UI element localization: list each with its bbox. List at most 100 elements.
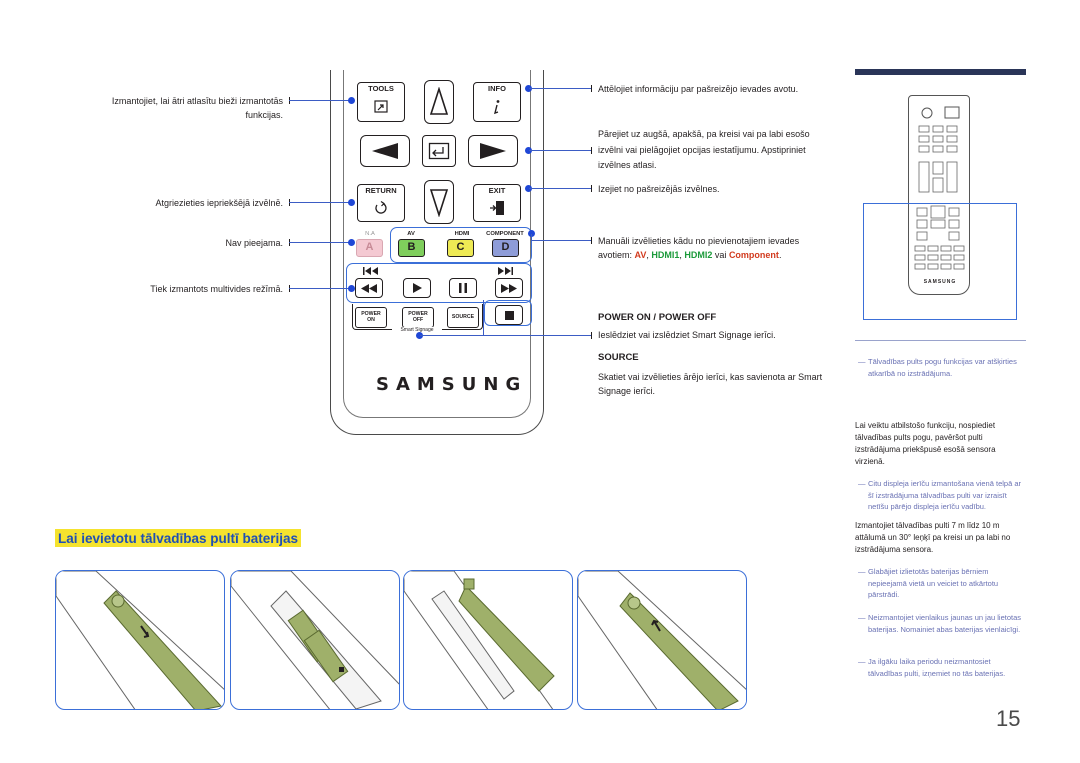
mini-remote-brand: SAMSUNG (923, 279, 957, 285)
skip-back-icon (363, 267, 378, 275)
enter-key[interactable] (422, 135, 456, 167)
fast-forward-key[interactable] (495, 278, 523, 298)
power-callout-line (420, 335, 591, 336)
return-description: Atgriezieties iepriekšējā izvēlnē. (155, 198, 283, 208)
na-label: N.A (365, 231, 375, 237)
color-desc-text: Manuāli izvēlieties kādu no pievienotaji… (598, 236, 800, 260)
sidebar-note-4-text: Neizmantojiet vienlaikus jaunas un jau l… (868, 613, 1022, 634)
color-desc-component: Component (728, 250, 779, 260)
color-desc-av: AV (634, 250, 647, 260)
power-description: Ieslēdziet vai izslēdziet Smart Signage … (598, 330, 776, 340)
page-number: 15 (996, 706, 1021, 731)
sidebar-note-2: ― Citu displeja ierīču izmantošana vienā… (858, 478, 1026, 513)
battery-step-4-panel (577, 570, 747, 710)
exit-key[interactable]: EXIT (473, 184, 521, 222)
stop-icon (504, 310, 514, 320)
component-label: COMPONENT (486, 231, 524, 237)
up-arrow-key[interactable] (424, 80, 454, 124)
info-key-label: INFO (488, 84, 506, 93)
na-callout-line (289, 242, 351, 243)
source-key[interactable]: SOURCE (447, 307, 479, 328)
power-keys-highlight (484, 300, 532, 326)
note-dash: ― (858, 567, 866, 576)
sidebar-note-3: ― Glabājiet izlietotās baterijas bērniem… (858, 566, 1018, 601)
tools-key[interactable]: TOOLS (357, 82, 405, 122)
power-on-label-1: POWER (361, 311, 381, 317)
note-dash: ― (858, 479, 866, 488)
sidebar-note-5: ― Ja ilgāku laika periodu neizmantosiet … (858, 656, 1026, 679)
left-arrow-key[interactable] (360, 135, 410, 167)
color-keys-description: Manuāli izvēlieties kādu no pievienotaji… (598, 234, 828, 262)
color-callout-dot (528, 230, 535, 237)
return-key[interactable]: RETURN (357, 184, 405, 222)
sidebar-top-bar (855, 69, 1026, 75)
power-heading: POWER ON / POWER OFF (598, 312, 717, 323)
mini-remote-keys-icon (914, 106, 965, 270)
power-on-key[interactable]: POWER ON (355, 307, 387, 328)
sidebar-note-3-text: Glabājiet izlietotās baterijas bērniem n… (868, 567, 999, 599)
multimedia-keys-highlight (346, 263, 532, 303)
tools-description: Izmantojiet, lai ātri atlasītu bieži izm… (111, 96, 283, 120)
battery-step-2-panel (230, 570, 400, 710)
nav-callout-tick (591, 147, 592, 154)
source-description: Skatiet vai izvēlieties ārējo ierīci, ka… (598, 372, 823, 396)
a-key[interactable]: A (356, 239, 383, 257)
sidebar-paragraph-1: Lai veiktu atbilstošo funkciju, nospiedi… (855, 421, 996, 466)
rewind-key[interactable] (355, 278, 383, 298)
color-keys-highlight (390, 227, 532, 263)
play-key[interactable] (403, 278, 431, 298)
return-callout-dot (348, 199, 355, 206)
d-key[interactable]: D (492, 239, 519, 257)
triangle-left-icon (372, 143, 398, 159)
info-key[interactable]: INFO (473, 82, 521, 122)
pause-icon (459, 283, 467, 293)
c-key[interactable]: C (447, 239, 474, 257)
info-callout-dot (525, 85, 532, 92)
power-off-label-1: POWER (408, 311, 428, 317)
tools-key-label: TOOLS (368, 84, 394, 93)
color-desc-hdmi2: HDMI2 (684, 250, 713, 260)
source-key-label: SOURCE (451, 314, 475, 320)
color-callout-tick (591, 237, 592, 244)
smart-signage-label: Smart Signage (392, 327, 442, 334)
source-heading: SOURCE (598, 352, 639, 363)
color-desc-sep3: vai (712, 250, 729, 260)
sidebar-note-1-text: Tālvadības pults pogu funkcijas var atšķ… (868, 357, 1017, 378)
hdmi-label: HDMI (454, 231, 470, 237)
exit-door-icon (490, 201, 504, 215)
na-description: Nav pieejama. (225, 238, 283, 248)
battery-step-1-panel (55, 570, 225, 710)
note-dash: ― (858, 613, 866, 622)
remote-control-inner-outline (343, 70, 531, 418)
multimedia-callout-line (289, 288, 351, 289)
skip-forward-icon (498, 267, 513, 275)
av-label: AV (407, 231, 415, 237)
right-arrow-key[interactable] (468, 135, 518, 167)
note-dash: ― (858, 357, 866, 366)
exit-callout-dot (525, 185, 532, 192)
sidebar-paragraph-2: Izmantojiet tālvadības pulti 7 m līdz 10… (855, 521, 1011, 554)
cover-closed-illustration (578, 571, 746, 709)
info-i-icon (494, 100, 500, 115)
nav-callout-dot (525, 147, 532, 154)
stop-key[interactable] (495, 305, 523, 325)
mini-remote-highlight-frame (863, 203, 1017, 320)
exit-callout-line (529, 188, 591, 189)
sidebar-divider (855, 340, 1026, 341)
down-arrow-key[interactable] (424, 180, 454, 224)
return-icon (375, 201, 387, 214)
info-callout-line (529, 88, 591, 89)
nav-keys-highlight (350, 77, 532, 229)
exit-callout-tick (591, 185, 592, 192)
remote-brand-logo: SAMSUNG (376, 374, 528, 395)
tools-icon (374, 100, 388, 113)
battery-step-3-panel (403, 570, 573, 710)
nav-callout-line (529, 150, 591, 151)
pause-key[interactable] (449, 278, 477, 298)
nav-description: Pārejiet uz augšā, apakšā, pa kreisi vai… (598, 129, 810, 170)
mini-remote-illustration: SAMSUNG (908, 95, 970, 295)
power-callout-vline (483, 300, 484, 335)
b-key[interactable]: B (398, 239, 425, 257)
battery-section-title: Lai ievietotu tālvadības pultī baterijas (55, 529, 302, 547)
return-callout-line (289, 202, 351, 203)
